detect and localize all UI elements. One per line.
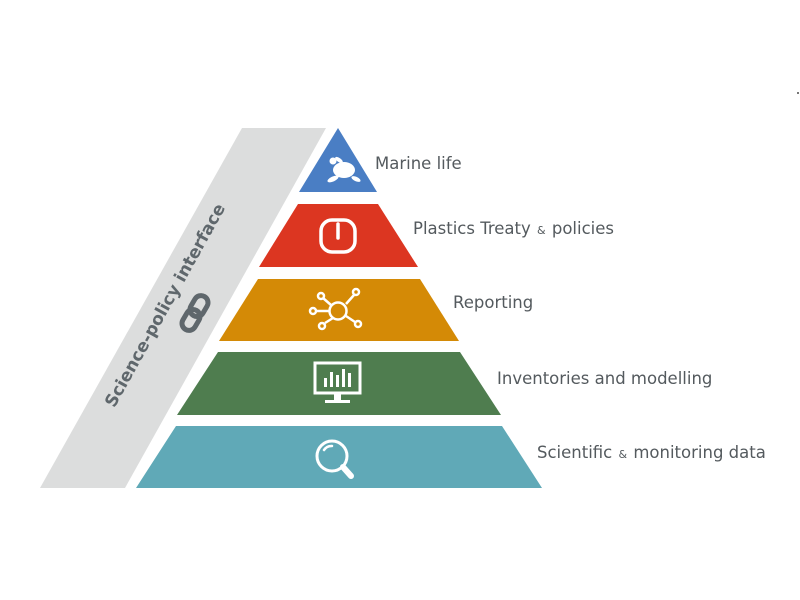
interface-bar — [40, 128, 326, 488]
stray-dot — [797, 92, 799, 94]
turtle-icon — [327, 156, 361, 183]
magnifier-icon — [315, 439, 354, 479]
label-scientific: Scientific & monitoring data — [537, 443, 766, 462]
layer-reporting — [219, 279, 459, 341]
label-plastics-treaty: Plastics Treaty & policies — [413, 219, 615, 238]
label-reporting: Reporting — [453, 293, 534, 312]
power-icon — [319, 218, 357, 254]
label-marine-life: Marine life — [375, 154, 462, 173]
monitor-chart-icon — [313, 361, 362, 403]
network-icon — [308, 287, 363, 331]
layer-scientific — [136, 426, 542, 488]
label-inventories: Inventories and modelling — [497, 369, 713, 388]
chain-link-icon — [179, 293, 211, 333]
